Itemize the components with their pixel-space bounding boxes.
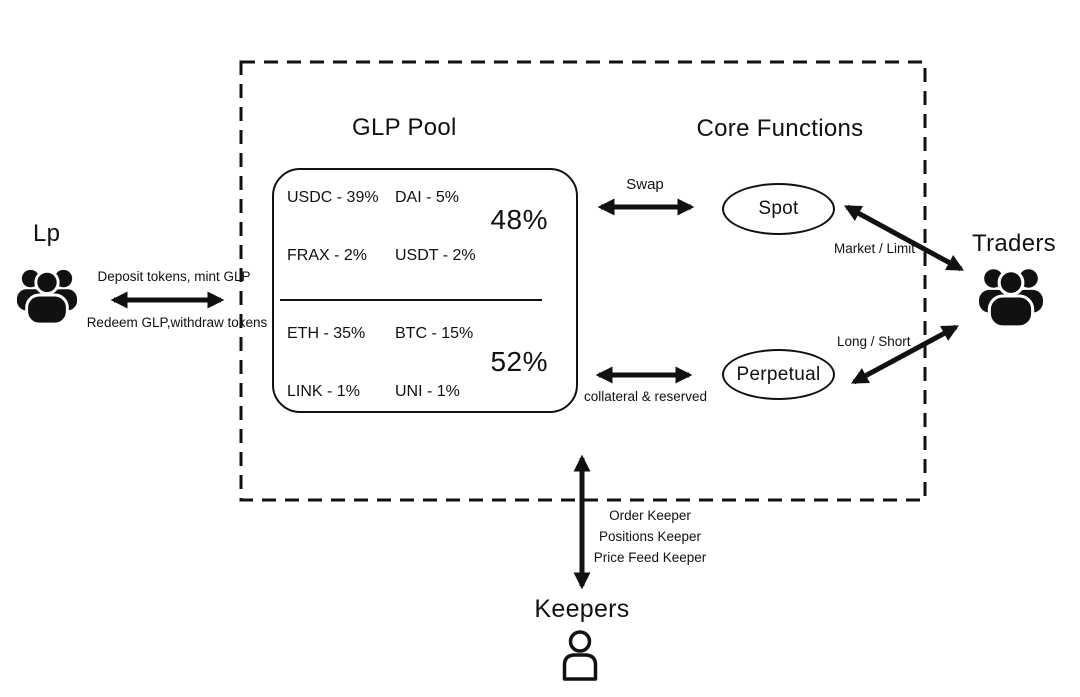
glp-pool-title: GLP Pool bbox=[352, 114, 457, 141]
token-share: UNI - 1% bbox=[395, 383, 460, 400]
swap-label: Swap bbox=[626, 176, 664, 193]
keeper-role: Order Keeper bbox=[609, 508, 691, 523]
keeper-roles-list: Order Keeper Positions Keeper Price Feed… bbox=[588, 505, 712, 568]
cryptos-total-pct: 52% bbox=[490, 346, 548, 377]
stables-total-pct: 48% bbox=[490, 204, 548, 235]
keepers-title: Keepers bbox=[534, 595, 630, 623]
token-share: FRAX - 2% bbox=[287, 247, 368, 264]
keeper-role: Positions Keeper bbox=[598, 529, 702, 544]
token-share: USDT - 2% bbox=[395, 247, 476, 264]
perpetual-label: Perpetual bbox=[736, 363, 821, 385]
collateral-reserved-label: collateral & reserved bbox=[584, 389, 708, 404]
token-share: DAI - 5% bbox=[395, 189, 460, 206]
spot-ellipse: Spot bbox=[722, 183, 835, 235]
lp-title: Lp bbox=[33, 220, 61, 247]
deposit-tokens-label: Deposit tokens, mint GLP bbox=[97, 269, 251, 284]
token-share: LINK - 1% bbox=[287, 383, 360, 400]
token-share: ETH - 35% bbox=[287, 325, 366, 342]
redeem-glp-label: Redeem GLP,withdraw tokens bbox=[86, 315, 268, 330]
token-share: BTC - 15% bbox=[395, 325, 474, 342]
market-limit-arrow bbox=[844, 204, 964, 272]
keeper-role: Price Feed Keeper bbox=[593, 550, 707, 565]
spot-label: Spot bbox=[758, 198, 799, 219]
token-share: USDC - 39% bbox=[287, 189, 379, 206]
core-functions-title: Core Functions bbox=[696, 115, 864, 142]
glp-pool-composition-box: USDC - 39% DAI - 5% 48% FRAX - 2% USDT -… bbox=[272, 168, 578, 413]
keeper-person-icon bbox=[562, 630, 598, 681]
pool-section-divider bbox=[280, 299, 542, 301]
perpetual-ellipse: Perpetual bbox=[722, 349, 835, 400]
lp-group-icon bbox=[16, 269, 78, 326]
long-short-label: Long / Short bbox=[837, 334, 911, 349]
market-limit-label: Market / Limit bbox=[834, 241, 916, 256]
traders-title: Traders bbox=[972, 230, 1056, 257]
traders-group-icon bbox=[979, 269, 1043, 328]
